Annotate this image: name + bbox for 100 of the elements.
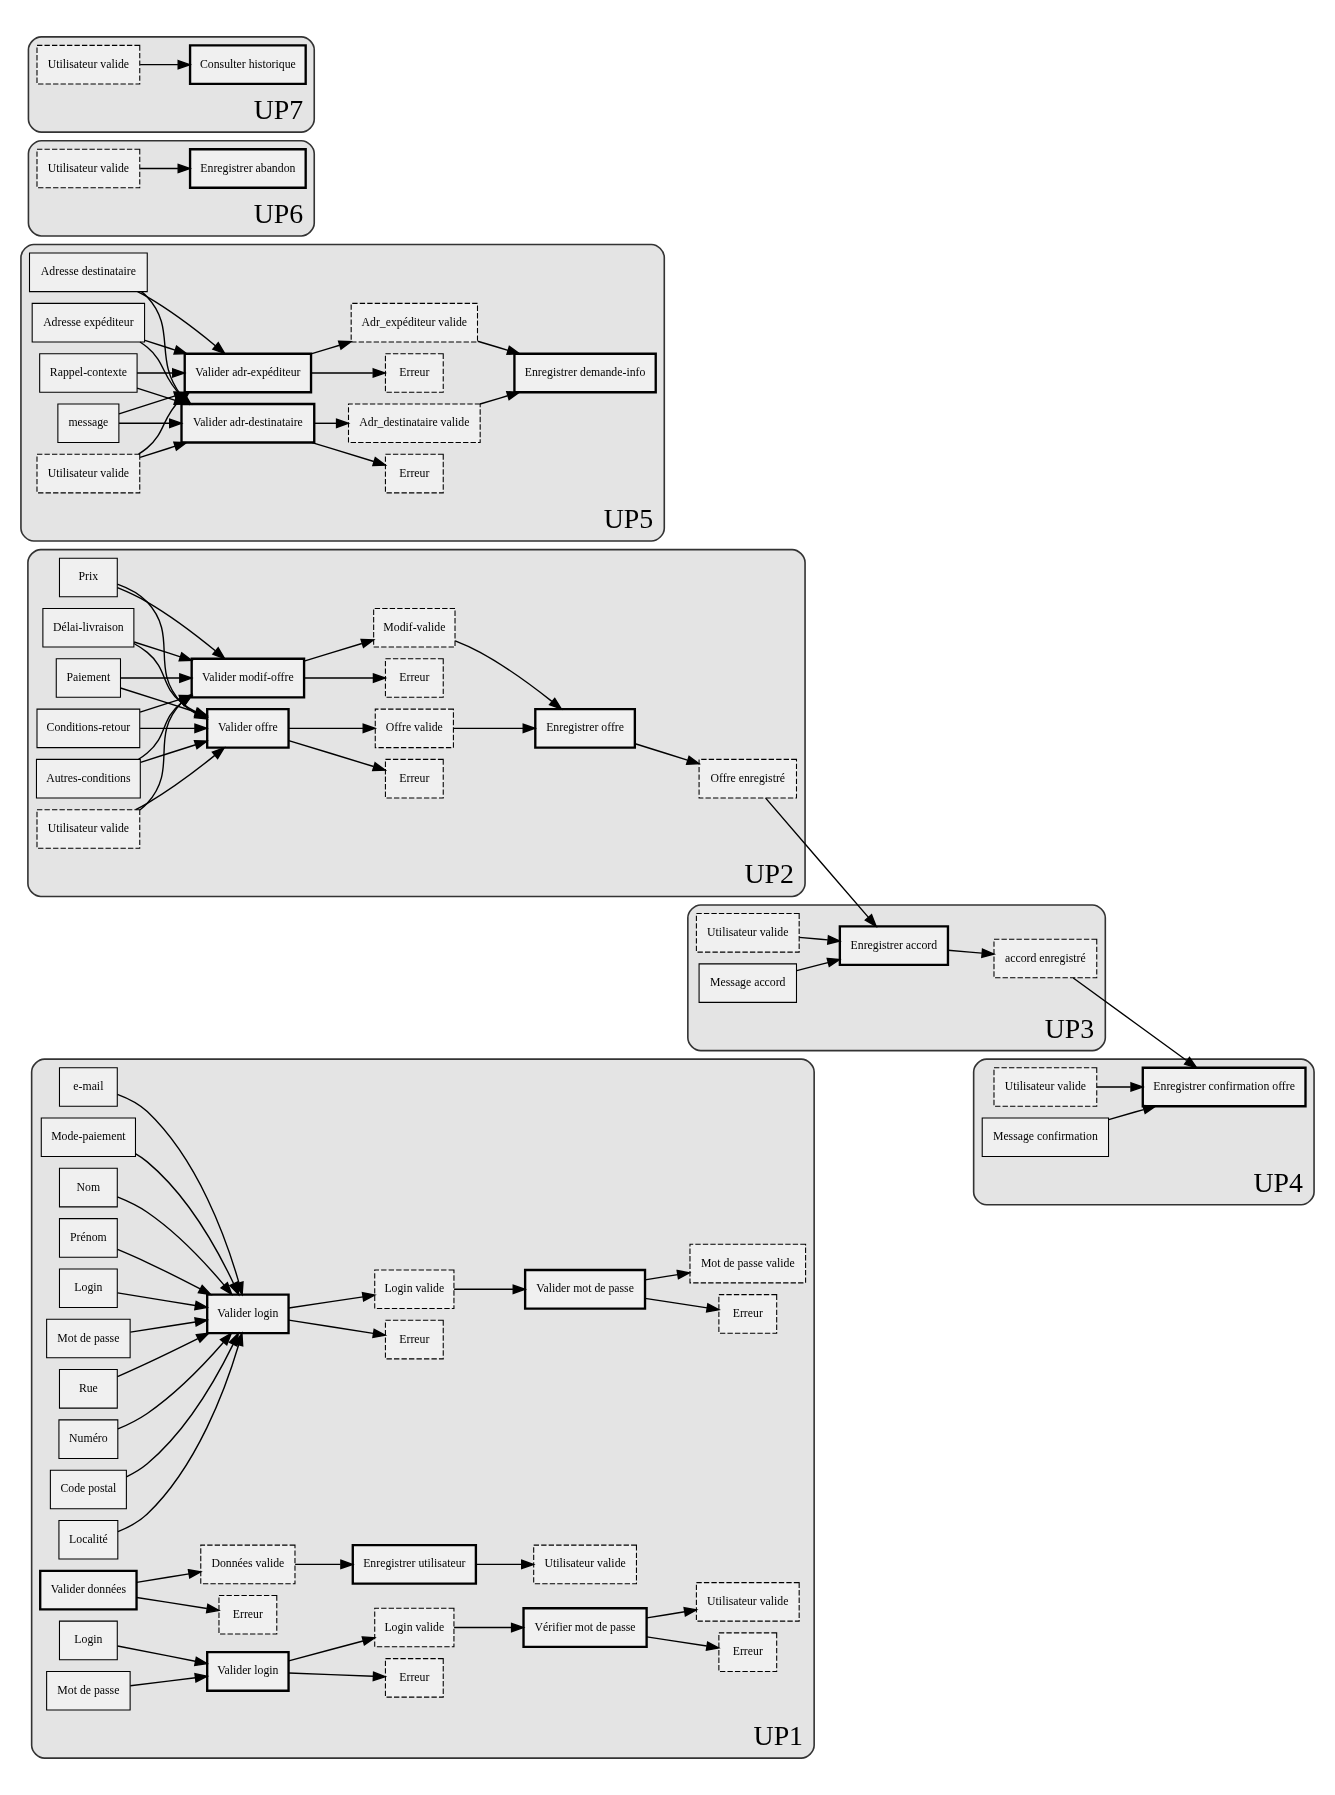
node-box: Login valide: [374, 1607, 455, 1648]
arrow: [117, 1331, 233, 1430]
node-box: Utilisateur valide: [36, 453, 141, 494]
arrow: [135, 1153, 240, 1297]
arrow: [129, 1317, 210, 1333]
node-box: Adresse destinataire: [28, 252, 148, 293]
arrow: [288, 1671, 388, 1682]
node-box: Adresse expéditeur: [31, 302, 146, 343]
arrow: [144, 339, 189, 355]
node-box: Utilisateur valide: [533, 1544, 637, 1585]
node-box: Utilisateur valide: [36, 44, 141, 85]
node-box: Rappel-contexte: [39, 353, 138, 393]
node-box: Message accord: [698, 963, 798, 1003]
arrow: [288, 1319, 388, 1339]
node-box: Valider modif-offre: [190, 657, 306, 699]
arrow: [646, 1636, 721, 1652]
arrow: [313, 418, 351, 429]
node-box: Adr_expéditeur valide: [350, 302, 479, 343]
arrow: [311, 441, 388, 467]
node-box: accord enregistré: [993, 938, 1098, 979]
node-box: Nom: [58, 1167, 118, 1208]
node-box: Enregistrer offre: [534, 707, 637, 749]
node-box: Mot de passe: [46, 1670, 131, 1711]
node-box: Erreur: [384, 353, 444, 393]
node-box: e-mail: [58, 1067, 118, 1107]
arrow: [129, 1672, 210, 1687]
arrow: [133, 641, 194, 662]
node-box: Login valide: [374, 1269, 455, 1310]
node-box: Valider mot de passe: [523, 1268, 647, 1310]
node-box: Rue: [58, 1369, 118, 1409]
node-box: Mode-paiement: [40, 1117, 136, 1158]
arrow: [454, 640, 563, 711]
arrow: [452, 723, 538, 734]
arrow: [116, 1248, 213, 1296]
node-box: Utilisateur valide: [695, 1582, 800, 1622]
arrow: [1096, 1081, 1145, 1093]
arrow: [798, 934, 842, 945]
arrow: [453, 1622, 526, 1633]
node-box: Erreur: [384, 758, 444, 799]
arrow: [1108, 1104, 1158, 1121]
node-box: Erreur: [718, 1632, 778, 1672]
arrow: [136, 367, 187, 379]
arrow: [796, 957, 842, 972]
arrow: [634, 743, 702, 765]
arrow: [116, 587, 227, 660]
node-box: Modif-valide: [373, 607, 456, 648]
arrow: [477, 340, 522, 355]
node-box: Erreur: [384, 453, 444, 494]
node-box: Utilisateur valide: [36, 809, 141, 849]
node-box: Valider offre: [206, 707, 290, 749]
arrow: [139, 723, 209, 734]
arrow: [1072, 977, 1199, 1069]
node-box: Erreur: [384, 1658, 444, 1698]
arrow: [288, 1291, 377, 1309]
node-box: Localité: [58, 1519, 119, 1560]
arrow: [135, 746, 226, 811]
node-box: Code postal: [49, 1469, 127, 1510]
node-box: Login: [58, 1620, 118, 1661]
node-box: Offre valide: [374, 708, 454, 749]
arrow: [136, 291, 227, 355]
arrow: [479, 391, 522, 405]
arrow: [947, 948, 996, 959]
node-box: Login: [58, 1268, 118, 1309]
node-box: Adr_destinataire valide: [347, 403, 481, 444]
arrow: [116, 1292, 210, 1311]
arrow: [644, 1297, 721, 1313]
arrow: [116, 1332, 211, 1378]
node-box: message: [57, 403, 120, 444]
node-box: Erreur: [384, 1319, 444, 1360]
node-box: Données valide: [200, 1544, 296, 1585]
arrow: [294, 1559, 355, 1570]
node-box: Vérifier mot de passe: [522, 1607, 648, 1648]
node-box: Utilisateur valide: [695, 913, 800, 953]
arrow: [288, 1636, 377, 1662]
arrow: [288, 739, 388, 772]
arrow: [139, 740, 209, 764]
node-box: Erreur: [384, 658, 444, 698]
arrow: [139, 441, 189, 459]
node-box: Délai-livraison: [42, 607, 135, 648]
arrow: [475, 1559, 536, 1570]
arrow: [310, 340, 354, 355]
arrow: [310, 367, 388, 379]
node-box: Valider login: [206, 1651, 290, 1692]
node-box: Utilisateur valide: [36, 148, 141, 189]
arrow: [135, 1596, 221, 1614]
arrow: [644, 1269, 692, 1281]
arrow: [453, 1284, 528, 1295]
arrow: [303, 672, 388, 684]
node-box: Prix: [58, 557, 118, 598]
arrow: [139, 59, 193, 70]
node-box: Paiement: [55, 658, 122, 698]
node-box: Enregistrer abandon: [188, 148, 307, 189]
arrow: [118, 418, 184, 429]
node-box: Valider données: [39, 1569, 138, 1611]
node-box: Consulter historique: [188, 44, 307, 86]
node-box: Erreur: [718, 1294, 778, 1334]
arrow: [139, 163, 193, 174]
node-box: Message confirmation: [981, 1117, 1110, 1158]
arrow: [116, 1196, 234, 1297]
node-box: Erreur: [218, 1594, 278, 1635]
